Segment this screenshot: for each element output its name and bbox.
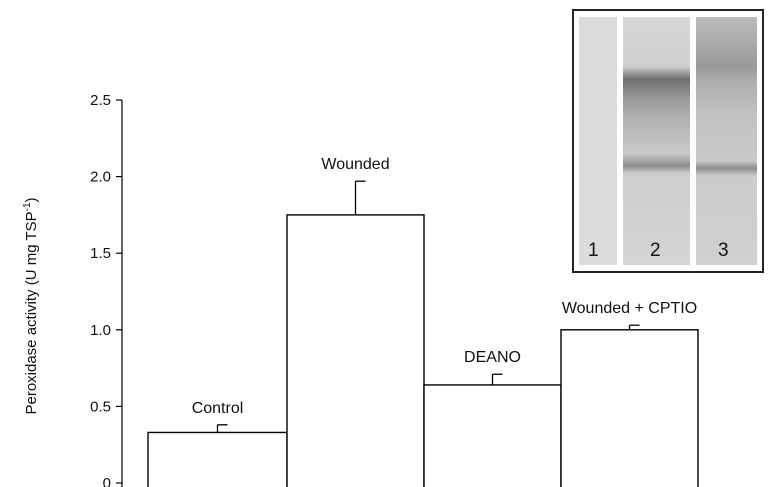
bar-label-0: Control xyxy=(192,400,244,417)
gel-lane-1 xyxy=(579,17,617,265)
y-tick-label-5: 2.5 xyxy=(90,92,111,109)
bar-1 xyxy=(286,214,425,487)
gel-inset: 1 2 3 xyxy=(572,9,764,273)
y-axis-label-main: Peroxidase activity (U mg TSP xyxy=(23,211,40,414)
y-axis-label: Peroxidase activity (U mg TSP-1) xyxy=(22,197,40,414)
bar-0 xyxy=(147,431,288,487)
gel-lane-label-1: 1 xyxy=(588,240,599,261)
bar-label-2: DEANO xyxy=(464,349,521,366)
y-axis-label-end: ) xyxy=(23,197,40,202)
gel-lane-label-2: 2 xyxy=(650,240,661,261)
y-tick-label-0: 0 xyxy=(103,475,111,487)
y-tick-label-3: 1.5 xyxy=(90,245,111,262)
y-axis-ticks: 0 0.5 1.0 1.5 2.0 2.5 xyxy=(90,92,122,487)
bar-label-3: Wounded + CPTIO xyxy=(562,300,697,317)
bar-label-1: Wounded xyxy=(321,156,389,173)
gel-lane-label-3: 3 xyxy=(718,240,729,261)
y-tick-label-2: 1.0 xyxy=(90,322,111,339)
y-axis-label-sup: -1 xyxy=(22,202,33,211)
gel-lane-2 xyxy=(623,17,690,265)
bar-2 xyxy=(423,384,562,487)
bar-3 xyxy=(560,329,699,487)
y-tick-label-1: 0.5 xyxy=(90,398,111,415)
y-tick-label-4: 2.0 xyxy=(90,169,111,186)
gel-lane-3 xyxy=(696,17,757,265)
